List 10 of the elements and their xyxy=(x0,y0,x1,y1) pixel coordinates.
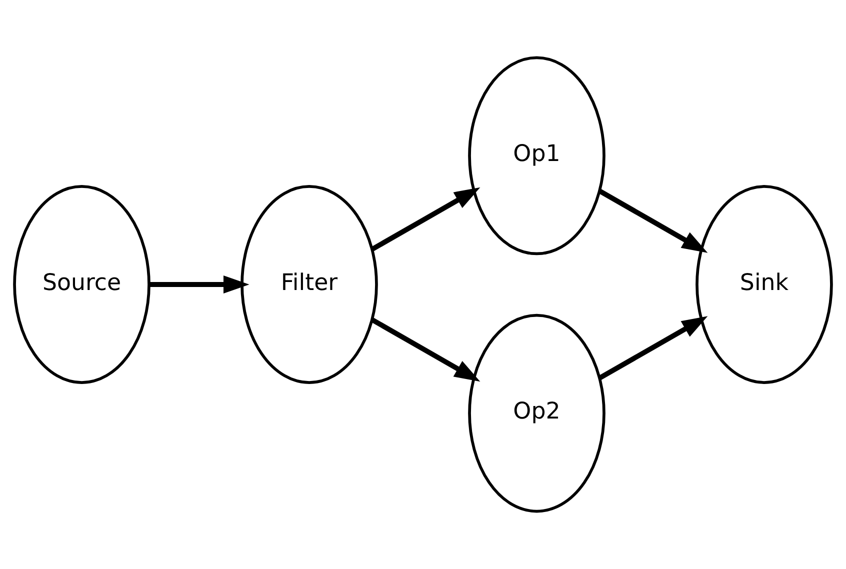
node-ellipse: Op2 xyxy=(468,314,606,513)
arrow xyxy=(598,188,708,253)
arrow xyxy=(370,187,480,252)
arrow xyxy=(149,275,250,294)
arrow xyxy=(370,318,480,382)
arrow xyxy=(598,316,708,380)
node-ellipse: Filter xyxy=(240,185,378,384)
node-ellipse: Sink xyxy=(696,185,833,384)
node-ellipse: Source xyxy=(13,185,150,384)
node-ellipse: Op1 xyxy=(468,56,606,256)
